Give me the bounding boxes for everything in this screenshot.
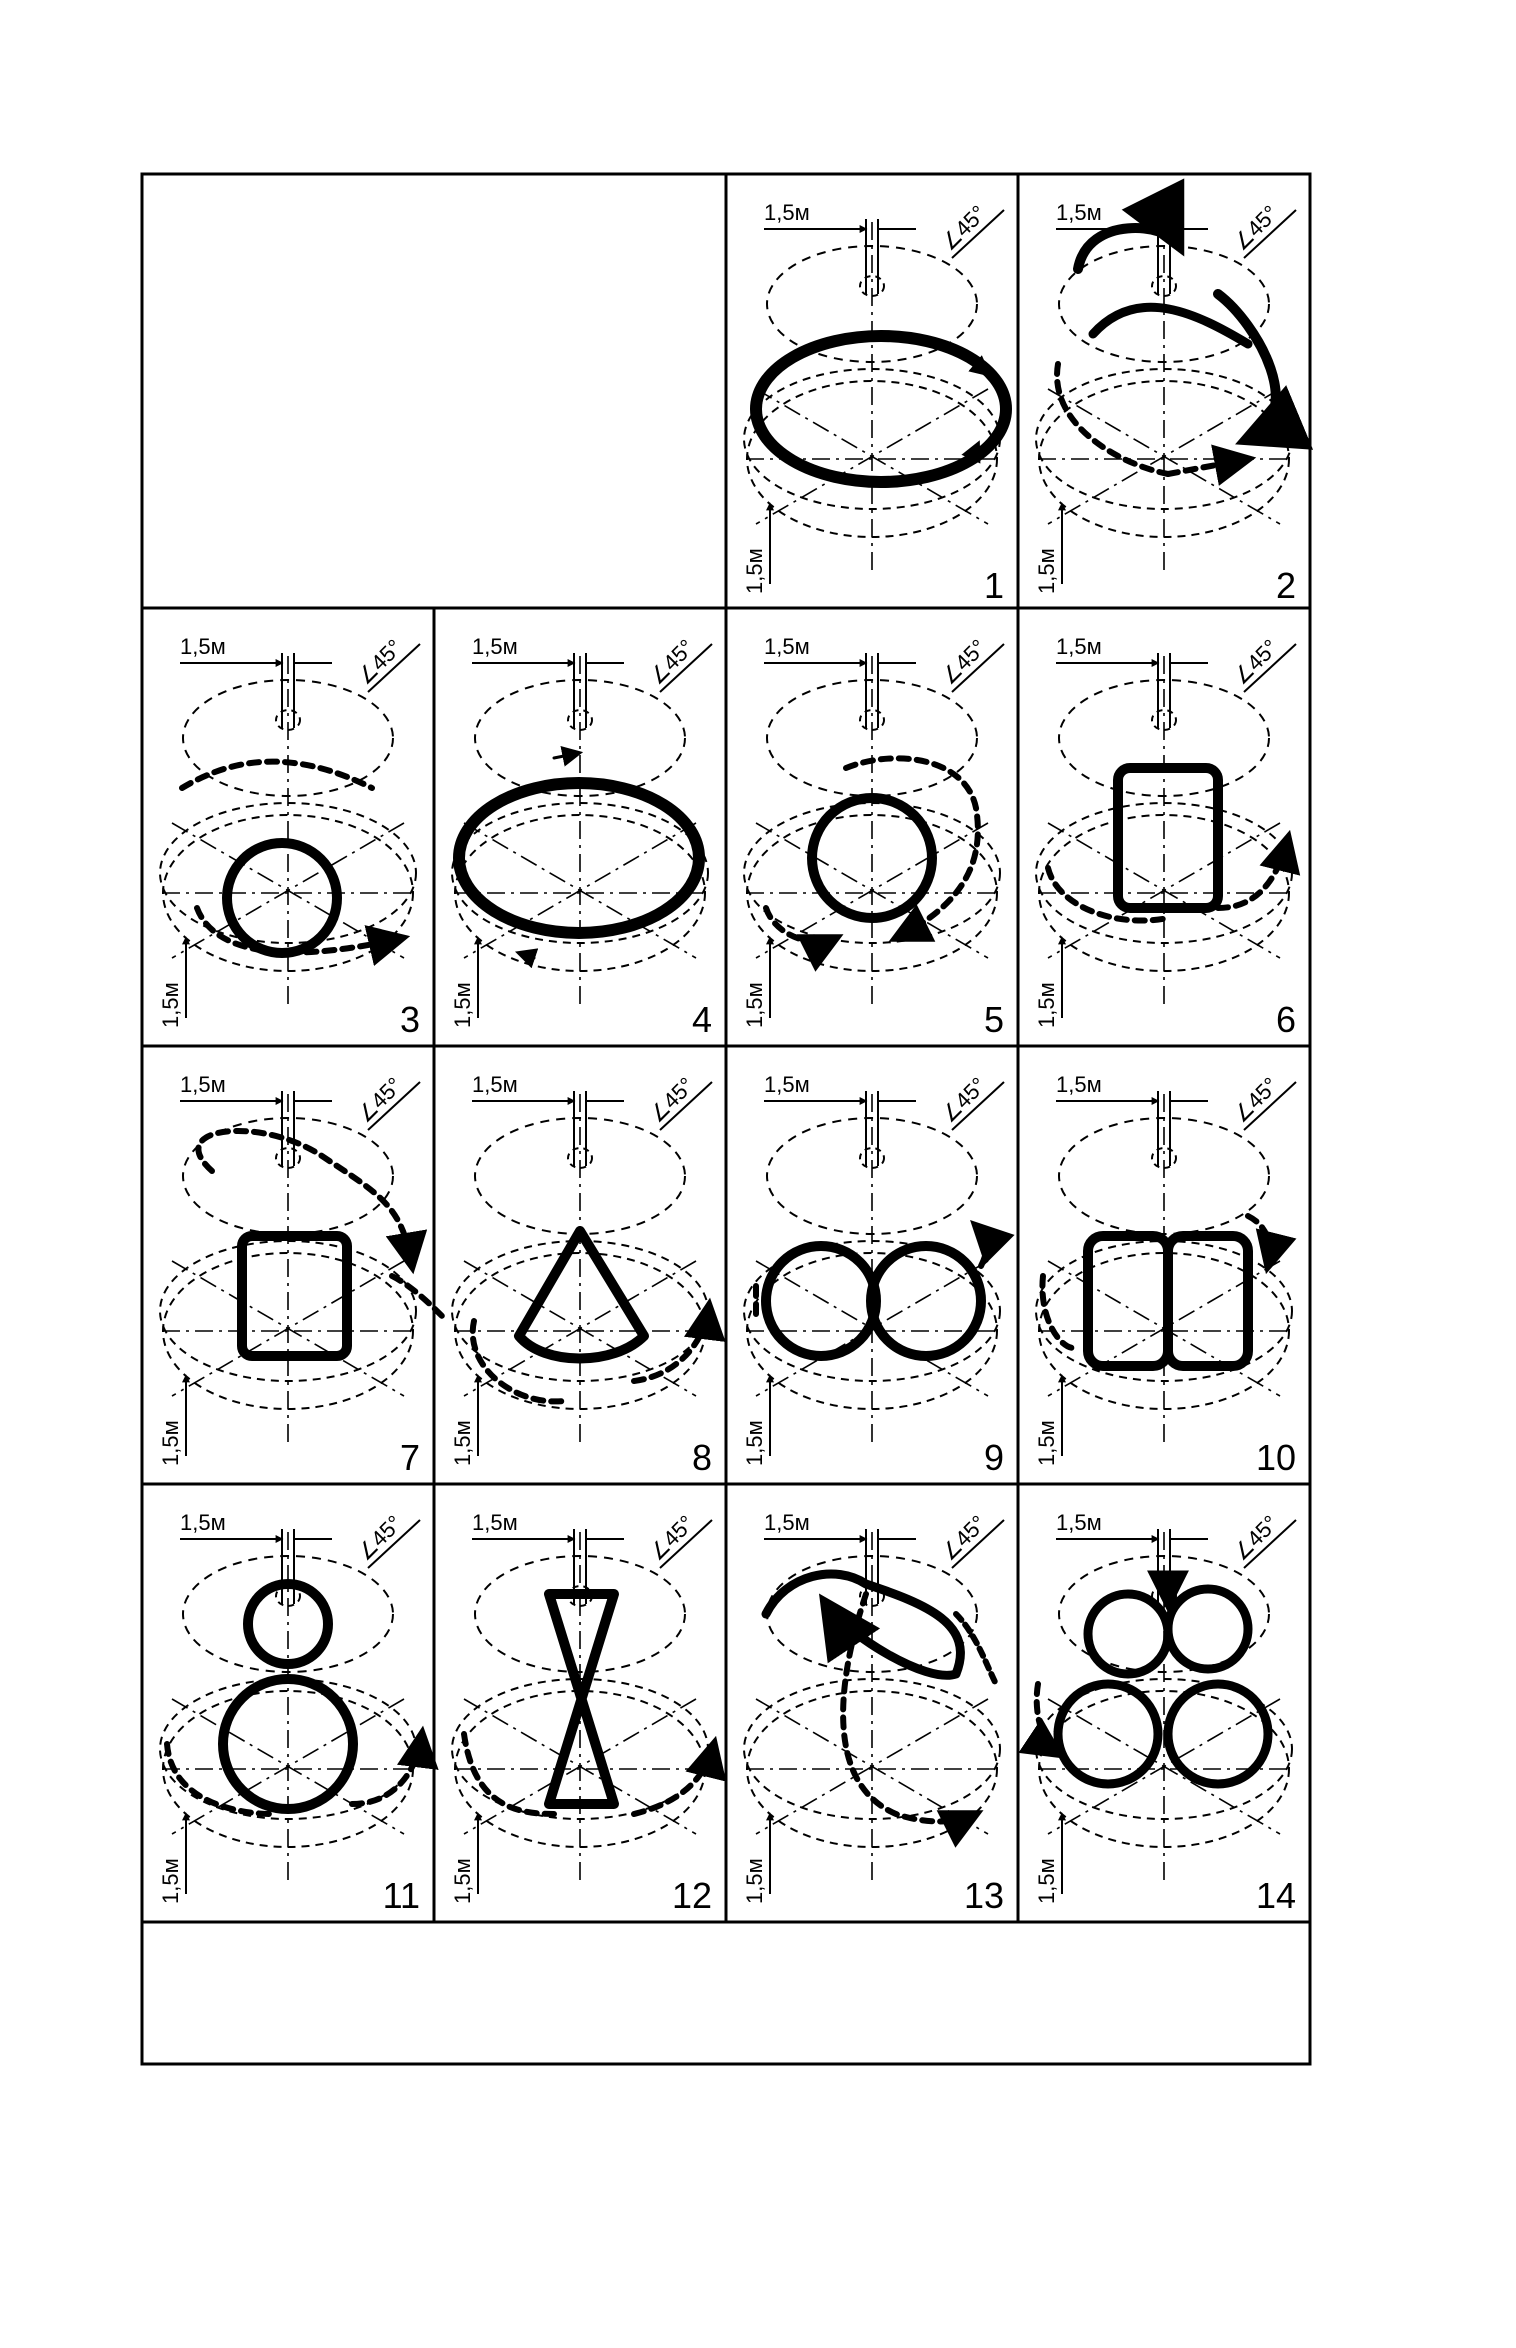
height-dimension-label: 1,5м (742, 982, 767, 1028)
axes (1038, 656, 1290, 1008)
dimension-marks (1056, 1081, 1297, 1456)
height-dimension-label: 1,5м (450, 1858, 475, 1904)
width-dimension-label: 1,5м (472, 1072, 518, 1097)
dimension-marks (472, 1081, 713, 1456)
axes (162, 1094, 414, 1446)
panel-number: 9 (984, 1437, 1004, 1478)
panel-number: 3 (400, 999, 420, 1040)
panel-number: 1 (984, 565, 1004, 606)
width-dimension-label: 1,5м (764, 1510, 810, 1535)
grid-frame (140, 172, 1312, 2066)
panel-number: 13 (964, 1875, 1004, 1916)
height-dimension-label: 1,5м (1034, 1858, 1059, 1904)
panel-number: 14 (1256, 1875, 1296, 1916)
width-dimension-label: 1,5м (180, 1072, 226, 1097)
dimension-marks (180, 1519, 421, 1894)
dimension-marks (1056, 209, 1297, 584)
axes (162, 1532, 414, 1884)
dimension-marks (764, 209, 1005, 584)
width-dimension-label: 1,5м (180, 634, 226, 659)
panel-number: 10 (1256, 1437, 1296, 1478)
axes (454, 656, 706, 1008)
height-dimension-label: 1,5м (158, 982, 183, 1028)
height-dimension-label: 1,5м (742, 1858, 767, 1904)
panel-number: 12 (672, 1875, 712, 1916)
panel-number: 11 (383, 1875, 420, 1916)
axes (746, 222, 998, 574)
panel-number: 8 (692, 1437, 712, 1478)
height-dimension-label: 1,5м (742, 1420, 767, 1466)
width-dimension-label: 1,5м (764, 634, 810, 659)
panel-number: 6 (1276, 999, 1296, 1040)
height-dimension-label: 1,5м (158, 1420, 183, 1466)
dimension-marks (180, 1081, 421, 1456)
height-dimension-label: 1,5м (1034, 982, 1059, 1028)
axes (454, 1094, 706, 1446)
trajectory (761, 1569, 999, 1848)
dimension-marks (764, 643, 1005, 1018)
width-dimension-label: 1,5м (1056, 1072, 1102, 1097)
trajectory (179, 758, 411, 967)
trajectory (453, 745, 705, 969)
trajectory (750, 330, 1012, 488)
width-dimension-label: 1,5м (1056, 1510, 1102, 1535)
trajectory (1054, 178, 1314, 486)
trajectory (195, 1127, 445, 1361)
dimension-marks (472, 1519, 713, 1894)
dimension-marks (764, 1081, 1005, 1456)
height-dimension-label: 1,5м (158, 1858, 183, 1904)
trajectory (1045, 763, 1301, 924)
height-dimension-label: 1,5м (1034, 1420, 1059, 1466)
dimension-marks (1056, 643, 1297, 1018)
dimension-marks (472, 643, 713, 1018)
trajectory (1039, 1213, 1297, 1371)
trajectory (1018, 1570, 1273, 1789)
trajectory (469, 1226, 726, 1405)
trajectory (763, 755, 981, 972)
height-dimension-label: 1,5м (450, 982, 475, 1028)
width-dimension-label: 1,5м (764, 1072, 810, 1097)
width-dimension-label: 1,5м (472, 1510, 518, 1535)
trajectory (753, 1220, 1015, 1361)
height-dimension-label: 1,5м (450, 1420, 475, 1466)
panel-number: 5 (984, 999, 1004, 1040)
dimension-marks (180, 643, 421, 1018)
axes (1038, 222, 1290, 574)
panel-number: 7 (400, 1437, 420, 1478)
width-dimension-label: 1,5м (764, 200, 810, 225)
width-dimension-label: 1,5м (472, 634, 518, 659)
height-dimension-label: 1,5м (1034, 548, 1059, 594)
height-dimension-label: 1,5м (742, 548, 767, 594)
panel-number: 2 (1276, 565, 1296, 606)
axes (746, 656, 998, 1008)
width-dimension-label: 1,5м (1056, 200, 1102, 225)
axes (1038, 1532, 1290, 1884)
width-dimension-label: 1,5м (180, 1510, 226, 1535)
trajectory (164, 1579, 439, 1817)
width-dimension-label: 1,5м (1056, 634, 1102, 659)
trajectory (461, 1589, 727, 1817)
panel-number: 4 (692, 999, 712, 1040)
